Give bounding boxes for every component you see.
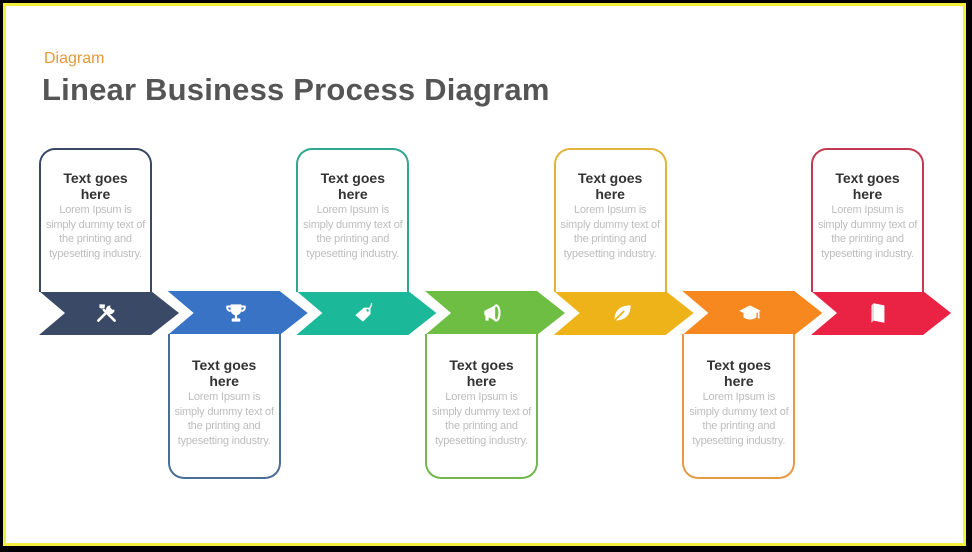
step-body: Lorem Ipsum is simply dummy text of the … [560, 204, 661, 260]
step-body: Lorem Ipsum is simply dummy text of the … [174, 391, 275, 447]
step-heading: Text goes here [449, 357, 514, 389]
slide-subtitle: Diagram [44, 50, 105, 67]
leaf-icon [609, 300, 635, 326]
trophy-icon [223, 300, 249, 326]
tools-icon [94, 300, 120, 326]
graduation-cap-icon [737, 300, 763, 326]
step-body: Lorem Ipsum is simply dummy text of the … [303, 204, 403, 260]
step-heading: Text goes here [63, 170, 128, 202]
step-heading: Text goes here [706, 357, 771, 389]
step-heading: Text goes here [192, 357, 257, 389]
book-icon [866, 300, 892, 326]
step-body: Lorem Ipsum is simply dummy text of the … [689, 391, 789, 447]
step-heading: Text goes here [835, 170, 900, 202]
step-body: Lorem Ipsum is simply dummy text of the … [45, 204, 146, 260]
tag-icon [351, 300, 377, 326]
step-heading: Text goes here [578, 170, 643, 202]
step-heading: Text goes here [320, 170, 385, 202]
slide-title: Linear Business Process Diagram [42, 72, 550, 107]
step-body: Lorem Ipsum is simply dummy text of the … [431, 391, 532, 447]
megaphone-icon [480, 300, 506, 326]
step-body: Lorem Ipsum is simply dummy text of the … [817, 204, 918, 260]
